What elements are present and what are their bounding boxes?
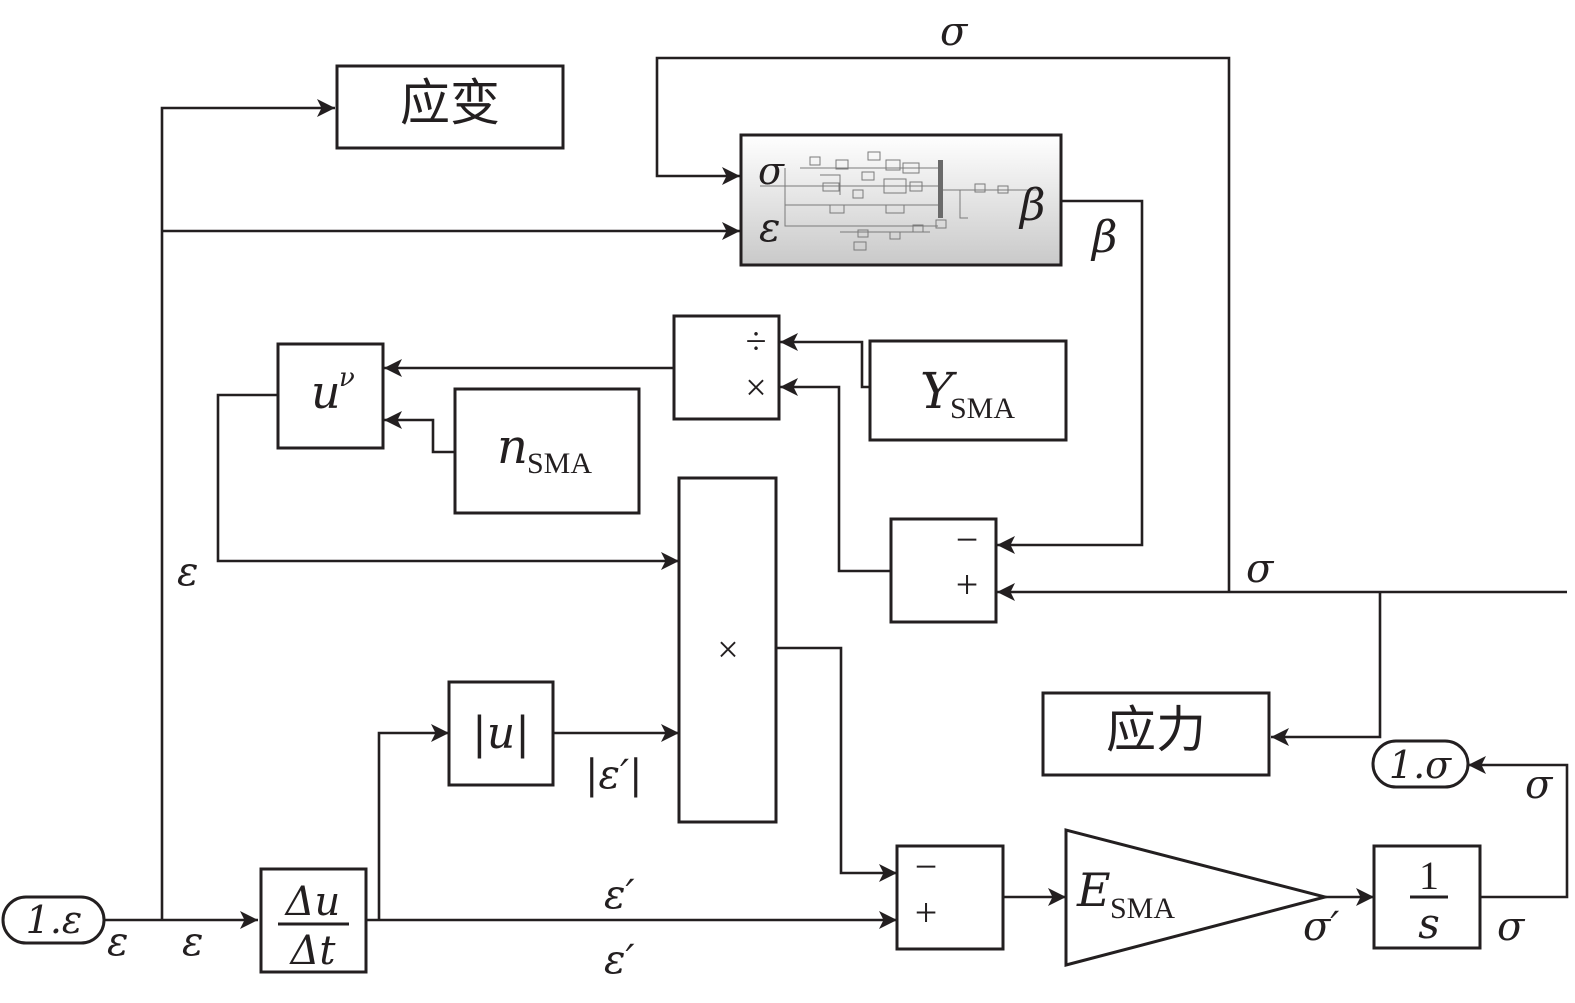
nsma-symbol: n	[497, 419, 528, 475]
ysma-constant-block[interactable]: Y SMA	[868, 339, 1068, 442]
main-product-block[interactable]: ×	[677, 476, 778, 824]
signal-label-epsilon-bus: ε	[182, 919, 203, 965]
power-base: u	[311, 365, 341, 419]
signal-label-epsilon-port: ε	[107, 919, 128, 965]
subsystem-in-epsilon: ε	[759, 205, 780, 251]
divide-port-symbol: ÷	[746, 321, 767, 363]
sum-block-upper[interactable]: − +	[889, 517, 998, 624]
power-exponent: ν	[339, 363, 355, 393]
derivative-block[interactable]: Δu Δt	[259, 867, 368, 974]
multiply-port-symbol: ×	[745, 367, 766, 409]
wire-integrator-out	[1468, 756, 1569, 899]
signal-label-sigma-top: σ	[940, 9, 969, 55]
input-port-label: 1.ε	[26, 898, 83, 942]
wire-power-to-product	[216, 393, 679, 570]
ysma-subscript: SMA	[950, 392, 1015, 425]
abs-block[interactable]: |u|	[447, 680, 555, 787]
wire-sigma-feedback-top	[655, 56, 1231, 592]
signal-label-abs-eps-prime: |ε′|	[585, 752, 643, 798]
integrator-block[interactable]: 1 s	[1372, 844, 1482, 950]
esma-gain-block[interactable]: E SMA	[1064, 828, 1331, 967]
signal-label-eps-prime-upper: ε′	[604, 872, 635, 918]
sum-upper-minus: −	[956, 517, 979, 562]
signal-label-sigma-right: σ	[1525, 762, 1554, 808]
wire-beta-to-sum	[997, 199, 1144, 554]
abs-label: |u|	[472, 708, 530, 759]
subsystem-thumbnail	[760, 151, 1040, 251]
signal-label-sigma-prime: σ′	[1303, 904, 1339, 950]
strain-scope-label: 应变	[400, 74, 500, 132]
signal-label-sigma-out: σ	[1497, 904, 1526, 950]
wire-sum-to-product	[780, 378, 891, 573]
signal-label-beta: β	[1090, 212, 1117, 263]
output-port-label: 1.σ	[1389, 743, 1452, 787]
wire-sigma-to-stress-scope	[1271, 592, 1382, 746]
strain-scope-block[interactable]: 应变	[335, 64, 565, 150]
esma-subscript: SMA	[1110, 892, 1175, 925]
nsma-subscript: SMA	[527, 447, 592, 480]
subsystem-out-beta: β	[1018, 180, 1045, 231]
stress-scope-label: 应力	[1106, 701, 1206, 759]
integrator-numerator: 1	[1419, 853, 1439, 898]
sum-block-lower[interactable]: − +	[895, 844, 1005, 951]
main-product-symbol: ×	[717, 629, 738, 671]
nsma-constant-block[interactable]: n SMA	[453, 387, 641, 515]
signal-label-eps-prime-lower: ε′	[604, 937, 635, 983]
sum-lower-plus: +	[915, 890, 938, 935]
derivative-denominator: Δt	[289, 928, 337, 974]
wire-deriv-to-abs	[377, 724, 449, 920]
signal-lines	[104, 56, 1569, 929]
wire-product-to-sum2	[776, 646, 897, 882]
signal-label-sigma-mid: σ	[1246, 546, 1275, 592]
wire-nsma-to-power	[384, 411, 455, 454]
subsystem-in-sigma: σ	[758, 149, 785, 193]
signal-label-epsilon-left: ε	[177, 549, 198, 595]
esma-symbol: E	[1076, 863, 1111, 917]
integrator-denominator: s	[1418, 899, 1440, 948]
output-port-sigma[interactable]: 1.σ	[1371, 739, 1470, 789]
sum-upper-plus: +	[956, 562, 979, 607]
sum-lower-minus: −	[915, 844, 938, 889]
sma-subsystem-block[interactable]: σ ε β	[739, 133, 1063, 267]
wire-eps-to-strain-scope	[160, 99, 335, 920]
wire-ysma-to-divide	[780, 333, 870, 389]
derivative-numerator: Δu	[284, 879, 341, 925]
power-block[interactable]: u ν	[276, 342, 385, 450]
ysma-symbol: Y	[920, 362, 957, 420]
input-port-epsilon[interactable]: 1.ε	[1, 895, 106, 945]
divide-product-block[interactable]: ÷ ×	[672, 314, 781, 421]
stress-scope-block[interactable]: 应力	[1041, 691, 1271, 777]
signal-labels: σ β ε σ σ |ε′| ε′ ε′ ε ε σ′ σ	[107, 9, 1554, 983]
